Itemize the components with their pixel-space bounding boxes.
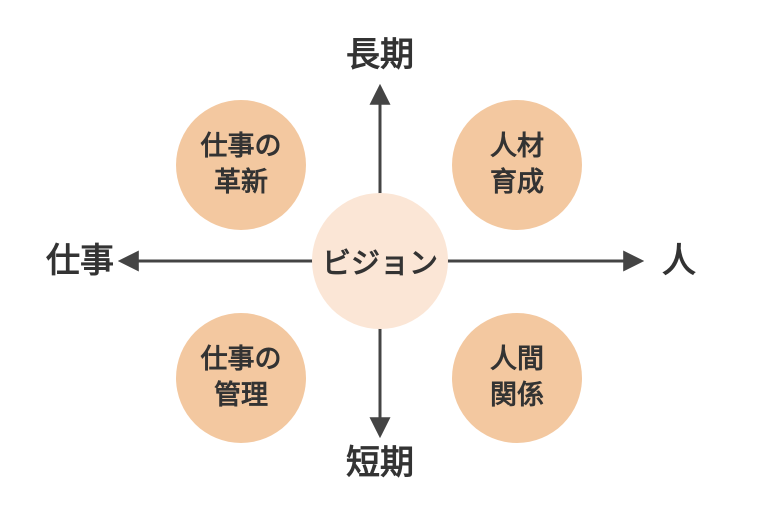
center-vision-circle: ビジョン <box>312 193 448 329</box>
quadrant-label-line1: 人間 <box>490 343 544 375</box>
axis-label-long-term: 長期 <box>346 35 414 75</box>
quadrant-work-management: 仕事の 管理 <box>176 313 306 443</box>
quadrant-label-line2: 関係 <box>490 380 544 411</box>
quadrant-label-line2: 管理 <box>214 380 268 411</box>
quadrant-label-line2: 革新 <box>214 167 268 198</box>
quadrant-human-relations: 人間 関係 <box>452 313 582 443</box>
quadrant-work-innovation: 仕事の 革新 <box>176 100 306 230</box>
axis-label-people: 人 <box>662 241 696 281</box>
quadrant-talent-development: 人材 育成 <box>452 100 582 230</box>
quadrant-label-line1: 人材 <box>490 130 544 162</box>
quadrant-label-line1: 仕事の <box>200 130 282 162</box>
axis-label-short-term: 短期 <box>346 443 414 483</box>
axis-label-work: 仕事 <box>46 241 114 281</box>
quadrant-label-line2: 育成 <box>490 167 544 198</box>
quadrant-label-line1: 仕事の <box>200 343 282 375</box>
center-label: ビジョン <box>321 246 438 280</box>
